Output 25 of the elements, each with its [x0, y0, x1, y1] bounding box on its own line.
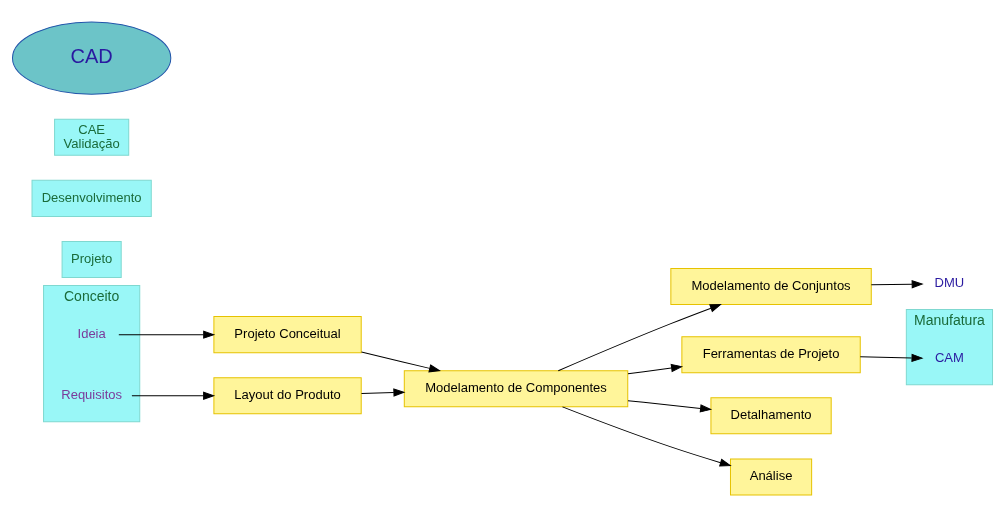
arrow	[360, 388, 405, 397]
node-text: DMU	[934, 274, 965, 290]
node-box: Modelamento de Componentes	[403, 370, 629, 408]
node-box: CAE Validação	[54, 118, 130, 156]
node-box: Ferramentas de Projeto	[681, 336, 861, 374]
node-box: Modelamento de Conjuntos	[670, 268, 872, 306]
node-box: Detalhamento	[710, 397, 832, 435]
arrow	[870, 280, 923, 289]
node-box: Projeto Conceitual	[213, 316, 362, 354]
arrow	[859, 353, 923, 362]
arrow	[562, 406, 731, 467]
node-ellipse: CAD	[12, 21, 172, 95]
node-text: Requisitos	[61, 387, 123, 403]
node-text: CAM	[934, 350, 964, 366]
arrow	[131, 391, 215, 400]
node-box: Layout do Produto	[213, 377, 362, 415]
arrow	[360, 351, 441, 373]
arrow	[627, 400, 712, 413]
node-box: Análise	[729, 458, 813, 496]
arrow	[118, 330, 215, 339]
arrow	[557, 304, 721, 372]
arrow	[627, 363, 683, 375]
node-text: Ideia	[77, 326, 106, 342]
node-box: Projeto	[61, 240, 122, 279]
node-box: Desenvolvimento	[31, 179, 152, 217]
